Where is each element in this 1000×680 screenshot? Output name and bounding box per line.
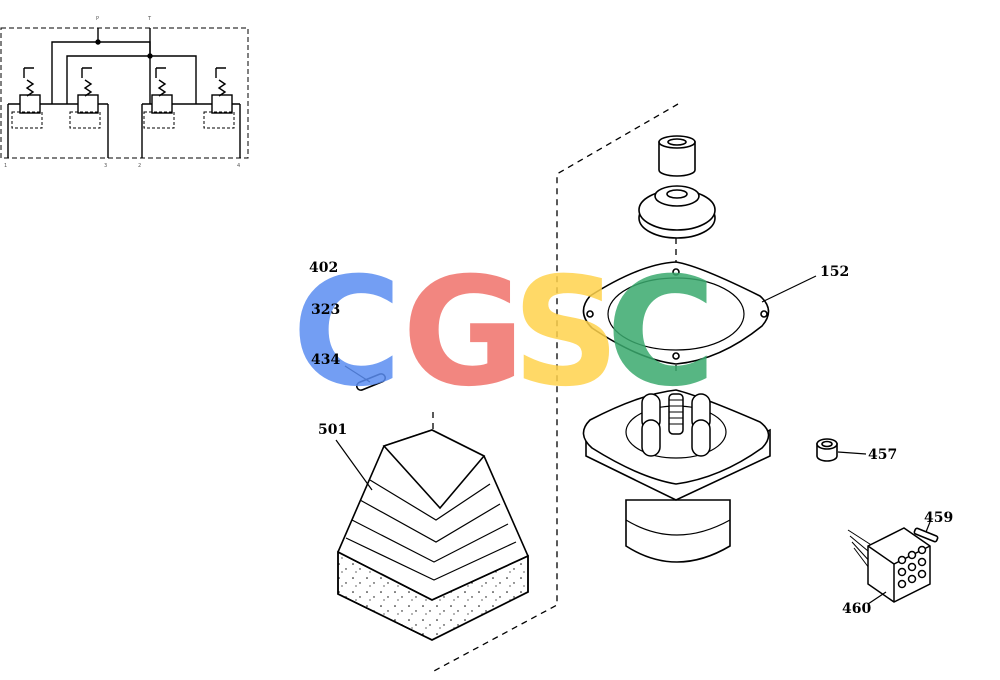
valve-section-3 bbox=[143, 67, 175, 129]
part-434-pin bbox=[356, 373, 386, 391]
leader-457 bbox=[837, 451, 867, 455]
leader-459 bbox=[925, 521, 931, 533]
watermark-letter-4: C bbox=[606, 246, 716, 420]
callout-501: 501 bbox=[318, 422, 347, 438]
leader-lines bbox=[335, 275, 931, 605]
callout-434: 434 bbox=[311, 352, 340, 368]
callout-323: 323 bbox=[311, 302, 340, 318]
part-seal-ring bbox=[638, 185, 716, 239]
callout-459: 459 bbox=[924, 510, 953, 526]
schematic-port-labels: P T 1 3 2 4 bbox=[4, 16, 240, 169]
watermark-letter-1: C bbox=[292, 246, 402, 420]
leader-152 bbox=[761, 275, 817, 303]
port-label-3: 3 bbox=[104, 163, 107, 169]
port-label-t: T bbox=[147, 16, 152, 22]
valve-section-1 bbox=[11, 67, 43, 129]
watermark: C G S C bbox=[292, 246, 716, 420]
leader-501 bbox=[335, 439, 373, 491]
part-459-contact-pin bbox=[913, 527, 939, 543]
callout-460: 460 bbox=[842, 601, 871, 617]
valve-section-2 bbox=[69, 67, 101, 129]
part-152-plate bbox=[582, 261, 770, 365]
part-501-boot bbox=[337, 429, 529, 641]
callout-457: 457 bbox=[868, 447, 897, 463]
callout-402: 402 bbox=[309, 260, 338, 276]
part-plungers bbox=[641, 393, 711, 457]
leader-460 bbox=[867, 591, 887, 605]
callout-labels: 402 323 434 501 152 457 459 460 bbox=[309, 260, 953, 617]
port-label-p: P bbox=[96, 16, 99, 22]
watermark-letter-2: G bbox=[402, 246, 525, 420]
callout-152: 152 bbox=[820, 264, 849, 280]
part-valve-body bbox=[582, 389, 771, 563]
part-457-nut bbox=[816, 438, 838, 462]
part-460-connector bbox=[847, 527, 931, 603]
part-top-sleeve bbox=[658, 135, 696, 177]
hydraulic-schematic bbox=[0, 27, 249, 159]
port-label-1: 1 bbox=[4, 163, 7, 169]
port-label-2: 2 bbox=[138, 163, 141, 169]
leader-434 bbox=[344, 365, 371, 383]
valve-section-4 bbox=[203, 67, 235, 129]
port-label-4: 4 bbox=[237, 163, 240, 169]
watermark-letter-3: S bbox=[512, 246, 620, 420]
